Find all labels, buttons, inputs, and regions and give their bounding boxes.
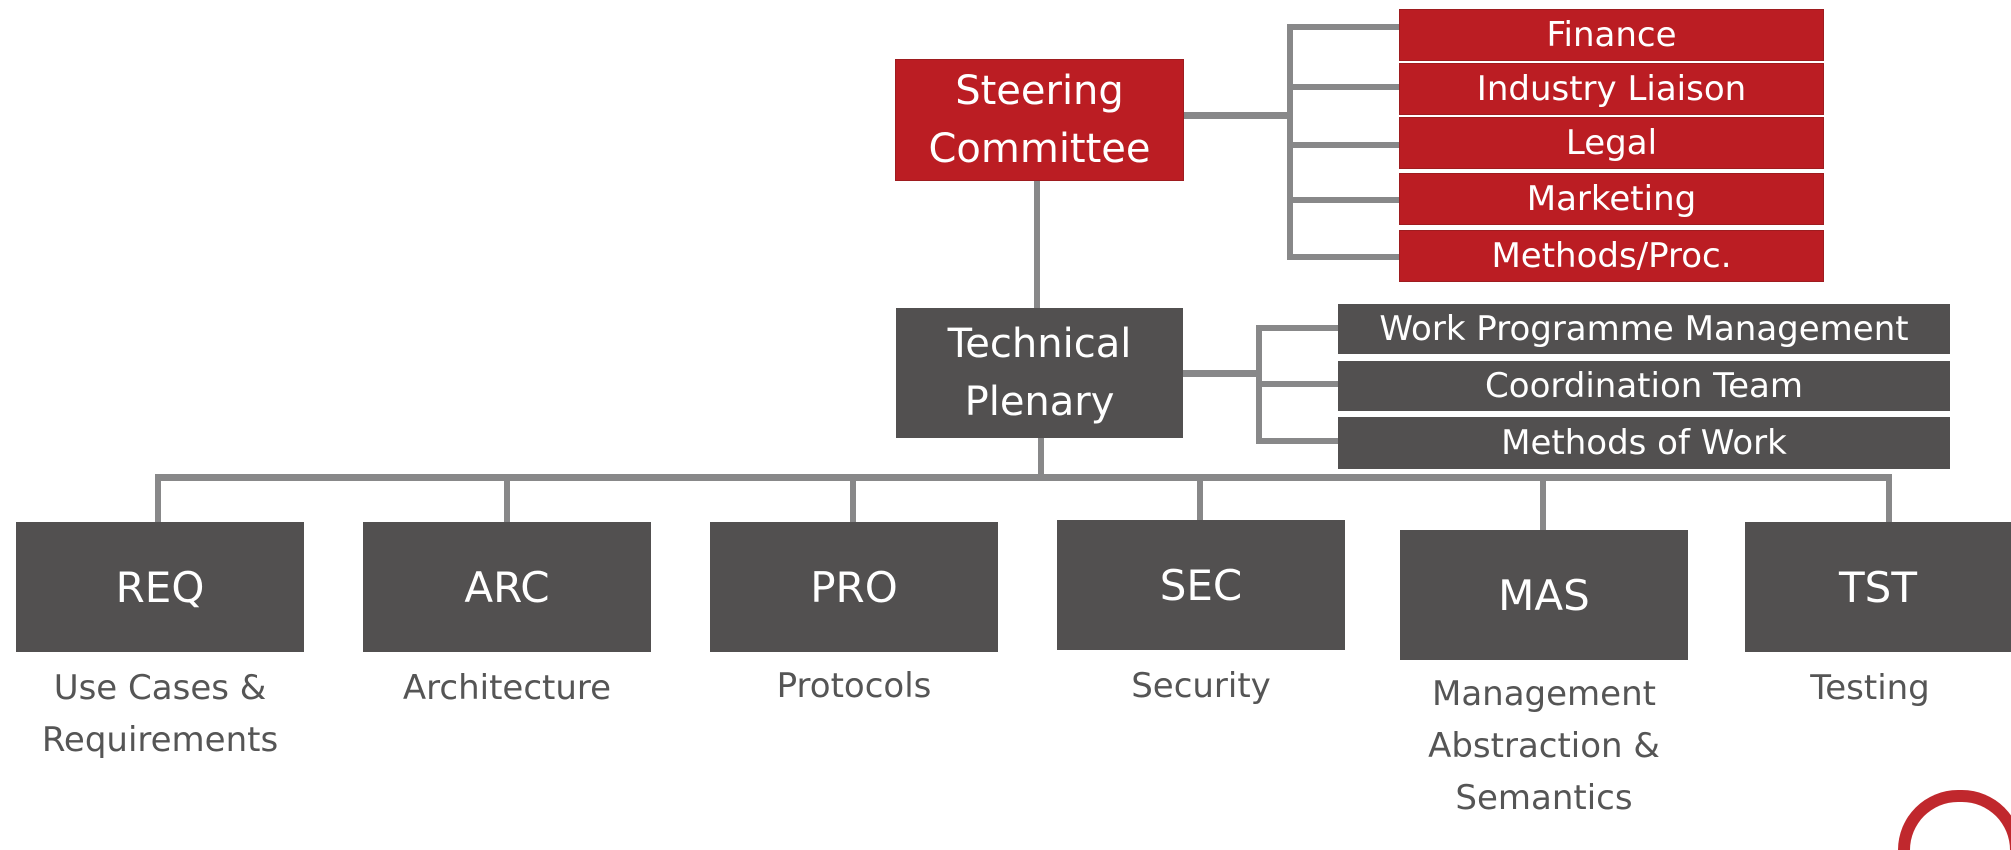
- connector-technical-branch: [1256, 381, 1338, 387]
- connector-steering-branch: [1287, 142, 1400, 148]
- connector-workgroup-drop: [1540, 474, 1546, 530]
- connector-technical-bracket: [1183, 370, 1256, 377]
- steering-group-finance: Finance: [1399, 9, 1824, 61]
- working-group-mas-description: Management Abstraction & Semantics: [1428, 674, 1660, 818]
- steering-group-methods-proc: Methods/Proc.: [1399, 230, 1824, 282]
- working-group-arc: ARC: [363, 522, 651, 652]
- working-group-mas: MAS: [1400, 530, 1688, 660]
- working-group-req: REQ: [16, 522, 304, 652]
- working-group-req-description: Use Cases & Requirements: [41, 668, 279, 760]
- steering-committee-box: Steering Committee: [895, 59, 1184, 181]
- working-group-sec: SEC: [1057, 520, 1345, 650]
- steering-group-legal: Legal: [1399, 117, 1824, 169]
- brand-logo-fragment: [1898, 790, 2011, 850]
- connector-steering-bracket: [1183, 112, 1287, 119]
- connector-steering-branch: [1287, 197, 1400, 203]
- working-group-tst-description: Testing: [1810, 668, 1930, 708]
- connector-workgroup-drop: [155, 474, 161, 522]
- connector-technical-branch: [1256, 325, 1338, 331]
- connector-workgroup-drop: [1886, 474, 1892, 522]
- working-group-pro: PRO: [710, 522, 998, 652]
- connector-workgroup-drop: [850, 474, 856, 522]
- working-group-pro-description: Protocols: [776, 666, 932, 706]
- technical-group-methods-of-work: Methods of Work: [1338, 417, 1950, 469]
- steering-group-marketing: Marketing: [1399, 173, 1824, 225]
- connector-workgroup-drop: [1197, 474, 1203, 522]
- working-group-tst: TST: [1745, 522, 2011, 652]
- working-group-arc-description: Architecture: [402, 668, 612, 708]
- connector-technical-down: [1038, 438, 1044, 477]
- steering-group-industry-liaison: Industry Liaison: [1399, 63, 1824, 115]
- technical-group-coordination-team: Coordination Team: [1338, 361, 1950, 411]
- connector-steering-branch: [1287, 84, 1400, 90]
- connector-workgroups-bus: [155, 474, 1892, 481]
- connector-steering-branch: [1287, 24, 1400, 30]
- technical-plenary-box: Technical Plenary: [896, 308, 1183, 438]
- working-group-sec-description: Security: [1131, 666, 1271, 706]
- connector-technical-branch: [1256, 438, 1338, 444]
- connector-steering-branch: [1287, 254, 1400, 260]
- technical-group-work-programme-management: Work Programme Management: [1338, 304, 1950, 354]
- connector-workgroup-drop: [504, 474, 510, 522]
- connector-steering-technical: [1034, 180, 1040, 308]
